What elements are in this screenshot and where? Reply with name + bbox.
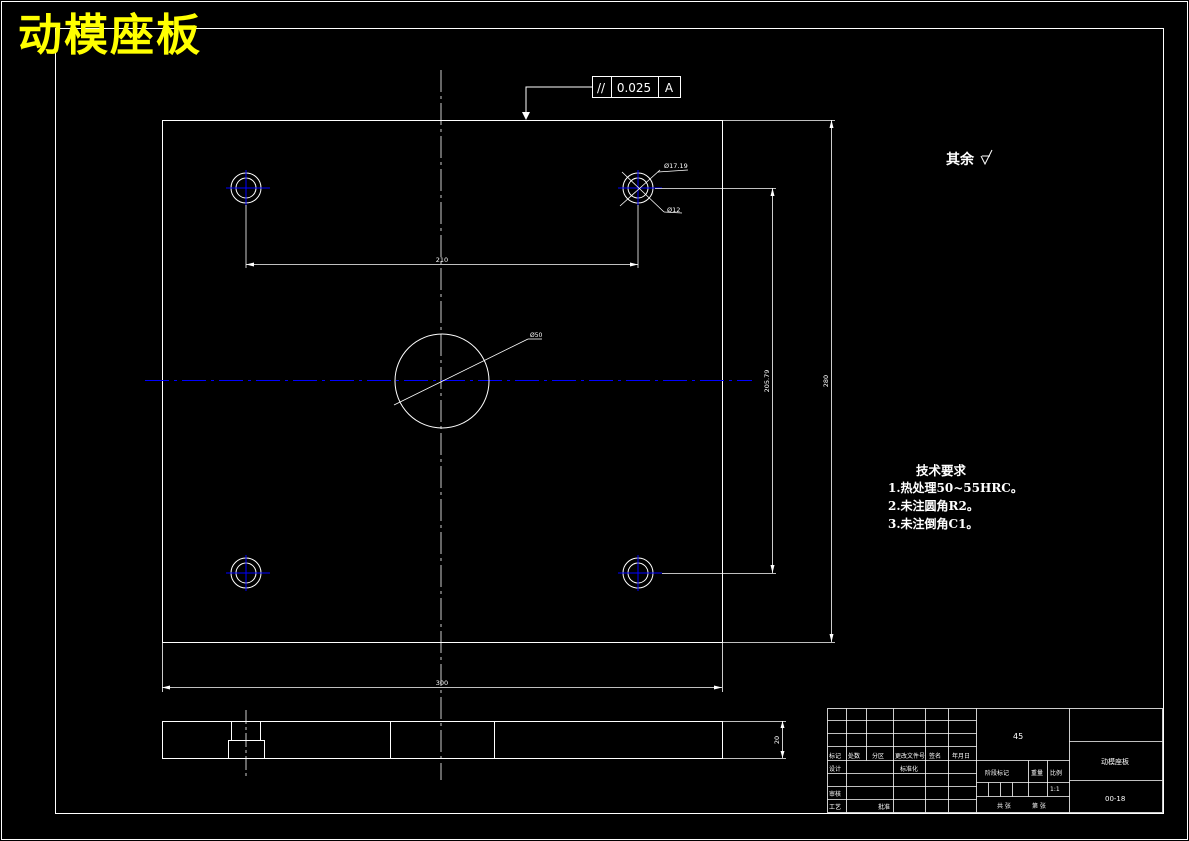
title-block-material: 45 (1013, 732, 1024, 741)
tolerance-value: 0.025 (617, 81, 651, 95)
roughness-icon (980, 149, 993, 166)
label-review: 审核 (829, 791, 842, 798)
plate-outline (162, 120, 723, 643)
tech-requirement-2: 2.未注圆角R2。 (888, 499, 979, 513)
title-block-drawing-no: 00-18 (1105, 795, 1126, 803)
center-hole: Ø50 (393, 332, 543, 429)
label-zone: 分区 (872, 753, 885, 760)
title-block (827, 708, 1163, 813)
label-approve: 批准 (878, 804, 891, 811)
label-design: 设计 (829, 766, 842, 773)
side-view: 20 (162, 710, 786, 778)
dim-300-line: 300 (162, 642, 723, 692)
label-change-doc: 更改文件号 (895, 753, 926, 760)
dim-280-line: 280 (722, 120, 835, 643)
label-stage-mark: 阶段标记 (985, 770, 1010, 777)
tech-requirements-title: 技术要求 (916, 463, 967, 478)
dim-hole-vertical: 205.79 (763, 370, 771, 393)
tolerance-frame: // 0.025 A (522, 76, 681, 120)
label-signature: 签名 (929, 753, 942, 760)
label-standardize: 标准化 (900, 766, 919, 773)
hole-bottom-left (226, 555, 270, 591)
label-mark: 标记 (829, 753, 842, 760)
label-process: 工艺 (829, 804, 842, 811)
dim-205-line: 205.79 (655, 188, 776, 574)
label-sheet: 第 张 (1032, 803, 1046, 810)
tolerance-symbol: // (597, 81, 606, 95)
drawing-title: 动模座板 (18, 10, 202, 61)
tech-requirement-3: 3.未注倒角C1。 (888, 517, 979, 531)
label-date: 年月日 (952, 753, 971, 760)
hole-top-left (226, 170, 270, 206)
dim-hole-spacing: 210 (436, 256, 448, 264)
hole-bottom-right (618, 555, 662, 591)
dim-210-line: 210 (245, 205, 639, 268)
inner-border (55, 28, 1164, 814)
title-block-part-name: 动模座板 (1101, 758, 1129, 766)
hole-top-right (618, 169, 665, 213)
dim-plate-width: 300 (436, 679, 448, 687)
label-scale: 比例 (1050, 770, 1063, 777)
surface-finish-note: 其余 (946, 152, 974, 168)
label-total: 共 张 (997, 803, 1011, 810)
dim-thickness: 20 (773, 736, 781, 744)
title-block-scale-value: 1:1 (1050, 786, 1060, 793)
dim-hole-inner: Ø12 (667, 206, 680, 214)
dim-plate-height: 280 (822, 375, 830, 387)
dim-center-hole: Ø50 (530, 332, 543, 339)
tech-requirement-1: 1.热处理50~55HRC。 (888, 481, 1023, 495)
tolerance-datum: A (665, 81, 674, 95)
dim-hole-outer: Ø17.19 (664, 162, 688, 170)
label-count: 处数 (848, 753, 861, 760)
label-weight: 重量 (1031, 770, 1044, 777)
